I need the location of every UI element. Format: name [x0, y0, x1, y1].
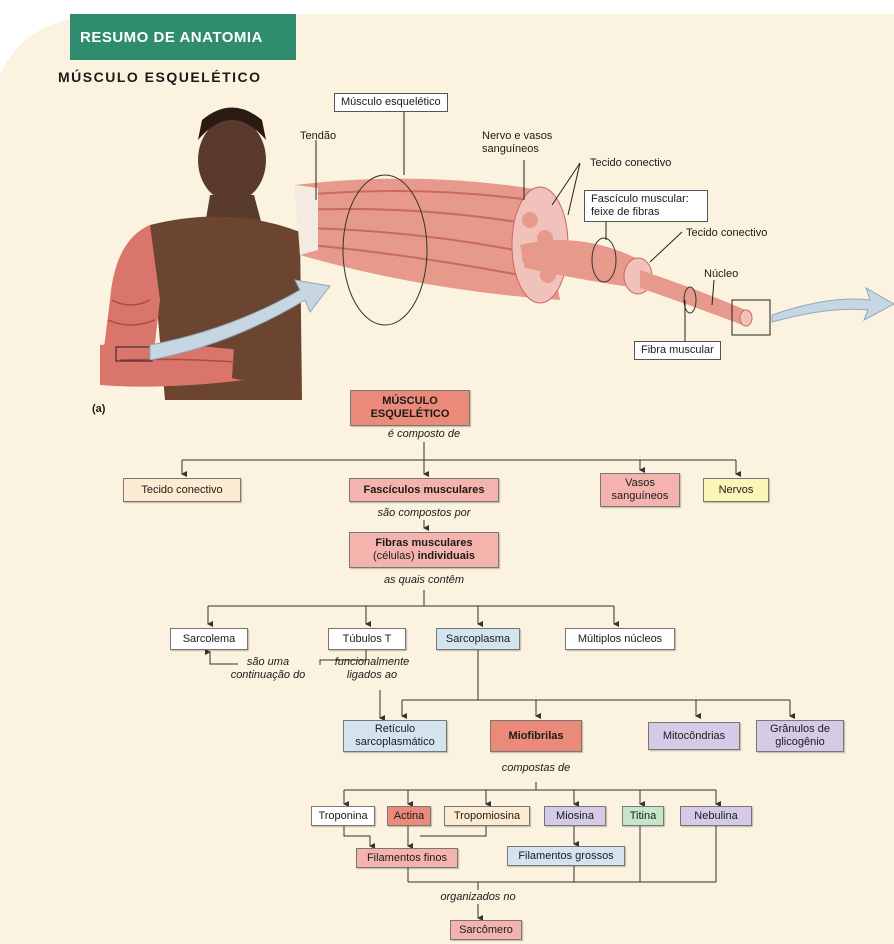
link-compostas-de: compostas de — [476, 762, 596, 775]
node-sarcomero: Sarcômero — [450, 920, 522, 940]
fibras-label-b: (células) — [373, 550, 415, 562]
node-multiplos-nucleos: Múltiplos núcleos — [565, 628, 675, 650]
node-filamentos-finos: Filamentos finos — [356, 848, 458, 868]
node-sarcoplasma: Sarcoplasma — [436, 628, 520, 650]
fibras-label-line2: (células) individuais — [373, 550, 475, 563]
node-actina: Actina — [387, 806, 431, 826]
link-organizados-no: organizados no — [418, 891, 538, 904]
node-filamentos-grossos: Filamentos grossos — [507, 846, 625, 866]
fibras-label-a: Fibras musculares — [375, 537, 472, 550]
link-funcionalmente: funcionalmente ligados ao — [322, 656, 422, 682]
node-tubulos-t: Túbulos T — [328, 628, 406, 650]
node-musculo-esqueletico: MÚSCULO ESQUELÉTICO — [350, 390, 470, 426]
node-vasos-sanguineos: Vasos sanguíneos — [600, 473, 680, 507]
node-reticulo-sarcoplasmatico: Retículo sarcoplasmático — [343, 720, 447, 752]
node-nebulina: Nebulina — [680, 806, 752, 826]
node-titina: Titina — [622, 806, 664, 826]
link-continuacao: são uma continuação do — [218, 656, 318, 682]
link-as-quais-contem: as quais contêm — [354, 574, 494, 587]
node-mitocondrias: Mitocôndrias — [648, 722, 740, 750]
node-miofibrilas: Miofibrilas — [490, 720, 582, 752]
node-troponina: Troponina — [311, 806, 375, 826]
link-sao-compostos-por: são compostos por — [354, 507, 494, 520]
node-nervos: Nervos — [703, 478, 769, 502]
node-tecido-conectivo: Tecido conectivo — [123, 478, 241, 502]
node-fibras-musculares: Fibras musculares (células) individuais — [349, 532, 499, 568]
link-composto-de: é composto de — [364, 428, 484, 441]
node-tropomiosina: Tropomiosina — [444, 806, 530, 826]
node-sarcolema: Sarcolema — [170, 628, 248, 650]
node-miosina: Miosina — [544, 806, 606, 826]
node-fasciculos-musculares: Fascículos musculares — [349, 478, 499, 502]
fibras-label-c: individuais — [418, 550, 475, 562]
node-granulos-glicogenio: Grânulos de glicogênio — [756, 720, 844, 752]
